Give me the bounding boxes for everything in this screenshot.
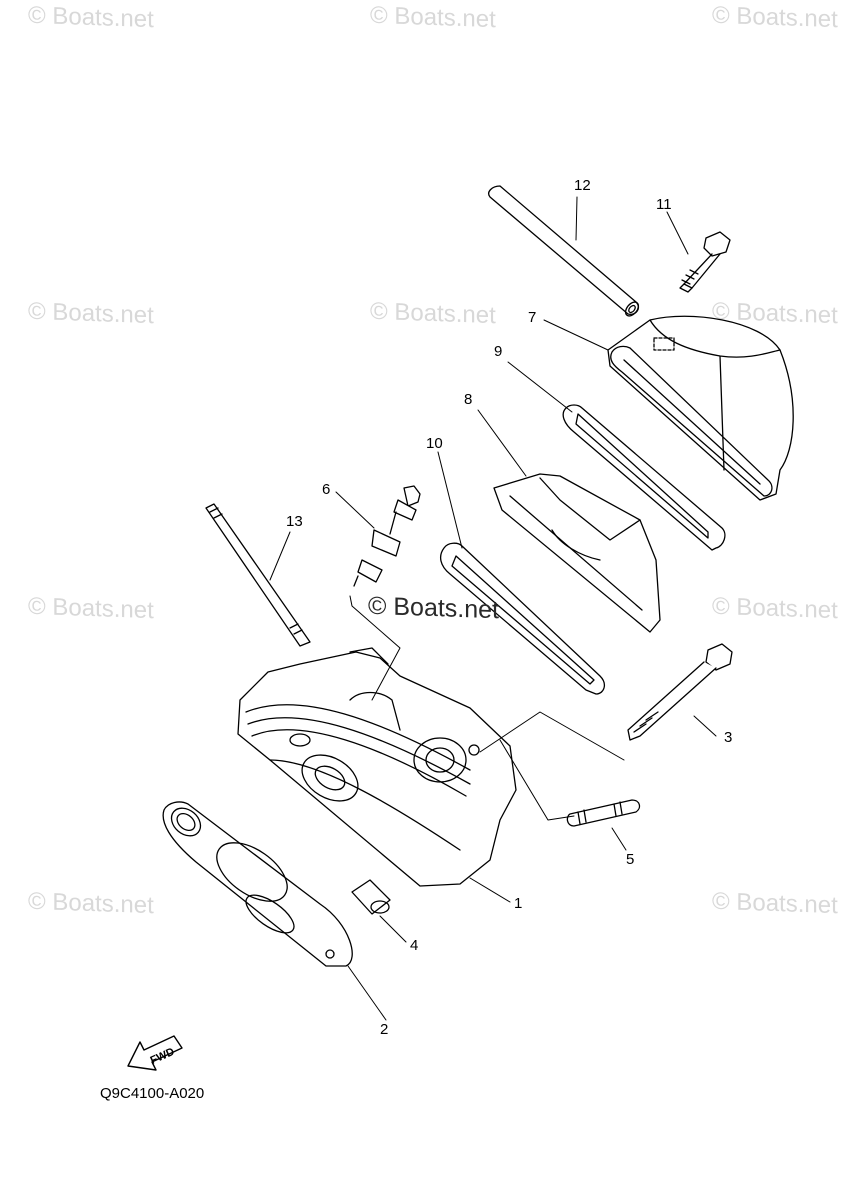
callout-4: 4 xyxy=(410,937,418,954)
callout-11: 11 xyxy=(656,196,672,213)
callout-5: 5 xyxy=(626,851,634,868)
diagram-code: Q9C4100-A020 xyxy=(100,1085,205,1102)
part-8-plate[interactable] xyxy=(494,474,660,632)
part-3-bolt[interactable] xyxy=(628,644,732,740)
part-6-spark-plug[interactable] xyxy=(354,486,420,586)
fwd-arrow-icon: FWD xyxy=(128,1036,182,1070)
part-10-gasket[interactable] xyxy=(441,543,605,694)
callout-12: 12 xyxy=(574,177,591,194)
callout-9: 9 xyxy=(494,343,502,360)
part-12-tube[interactable] xyxy=(489,186,641,318)
callout-3: 3 xyxy=(724,729,732,746)
part-5-stud[interactable] xyxy=(567,800,639,826)
callout-numbers: 12 11 7 9 8 10 6 13 3 5 1 4 2 xyxy=(286,177,732,1038)
callout-10: 10 xyxy=(426,435,443,452)
callout-2: 2 xyxy=(380,1021,388,1038)
part-7-cover[interactable] xyxy=(608,316,793,500)
callout-8: 8 xyxy=(464,391,472,408)
callout-1: 1 xyxy=(514,895,522,912)
callout-6: 6 xyxy=(322,481,330,498)
part-9-gasket[interactable] xyxy=(563,405,725,550)
part-13-stud[interactable] xyxy=(206,504,310,646)
part-1-cylinder-head[interactable] xyxy=(238,648,516,886)
leader-lines xyxy=(270,197,716,1020)
part-2-gasket[interactable] xyxy=(163,802,352,966)
part-11-bolt[interactable] xyxy=(680,232,730,292)
watermark-center: © Boats.net xyxy=(368,591,499,625)
callout-7: 7 xyxy=(528,309,536,326)
callout-13: 13 xyxy=(286,513,303,530)
part-4-dowel[interactable] xyxy=(352,880,390,914)
